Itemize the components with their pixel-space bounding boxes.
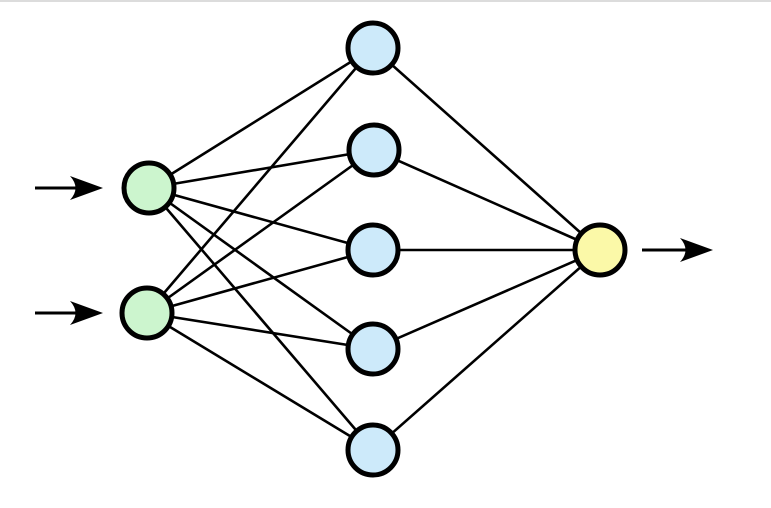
edge-hidden-5-output-1 — [372, 249, 601, 451]
edge-hidden-2-output-1 — [373, 148, 601, 252]
edge-input-2-hidden-5 — [146, 311, 374, 452]
node-hidden-2 — [346, 122, 402, 178]
input-arrow-1-head-icon — [70, 176, 103, 200]
node-hidden-5 — [345, 422, 401, 478]
edge-input-1-hidden-5 — [148, 187, 374, 451]
input-arrow-2-head-icon — [70, 301, 103, 325]
edge-hidden-4-output-1 — [372, 248, 601, 351]
edge-input-2-hidden-4 — [146, 311, 374, 351]
edge-input-2-hidden-2 — [146, 148, 375, 315]
edge-input-1-hidden-2 — [148, 148, 375, 190]
node-hidden-1 — [345, 20, 401, 76]
edge-input-2-hidden-1 — [146, 47, 374, 314]
top-border — [0, 0, 771, 2]
output-arrow-head-icon — [680, 238, 713, 262]
node-output-1 — [572, 222, 628, 278]
edge-input-1-hidden-4 — [148, 186, 374, 351]
edge-hidden-1-output-1 — [372, 47, 601, 251]
node-input-2 — [119, 285, 175, 341]
node-hidden-3 — [345, 222, 401, 278]
edge-input-2-hidden-3 — [146, 248, 374, 315]
edge-input-1-hidden-1 — [148, 46, 374, 190]
edge-input-1-hidden-3 — [148, 186, 374, 252]
node-input-1 — [121, 160, 177, 216]
node-hidden-4 — [345, 321, 401, 377]
